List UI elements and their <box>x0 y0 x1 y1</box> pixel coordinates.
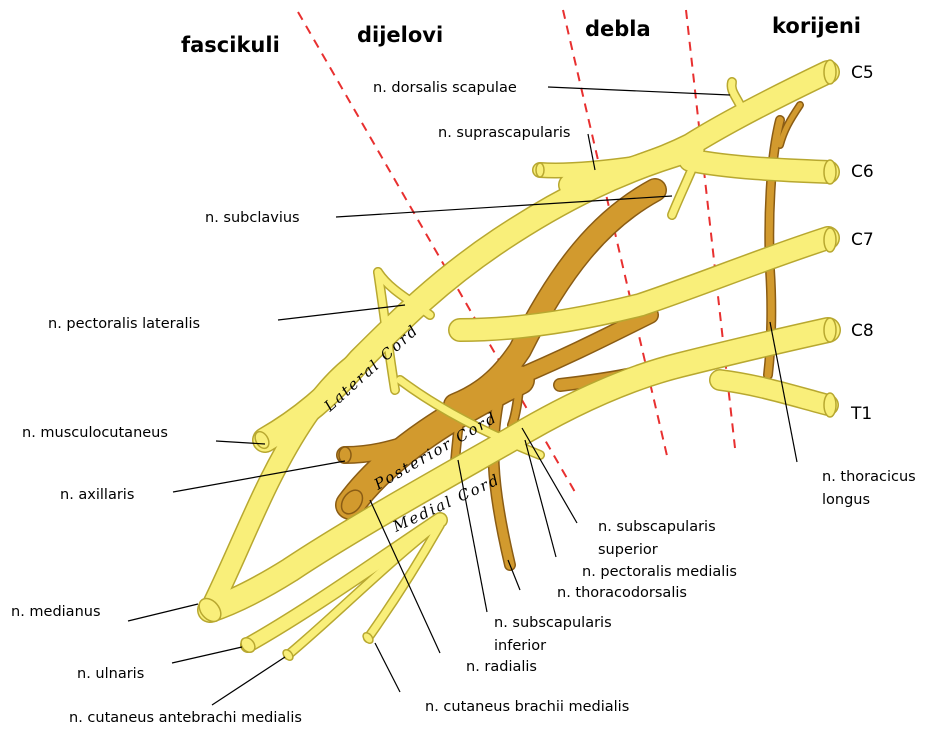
label-ulnaris: n. ulnaris <box>77 666 144 682</box>
label-subscapularis-superior-2: superior <box>598 542 658 558</box>
label-cutaneus-brachii-medialis: n. cutaneus brachii medialis <box>425 699 629 715</box>
label-radialis: n. radialis <box>466 659 537 675</box>
root-c7: C7 <box>851 230 874 250</box>
label-pectoralis-lateralis: n. pectoralis lateralis <box>48 316 200 332</box>
label-musculocutaneus: n. musculocutaneus <box>22 425 168 441</box>
root-c8: C8 <box>851 321 874 341</box>
label-thoracicus-longus-1: n. thoracicus <box>822 469 916 485</box>
label-subscapularis-inferior-2: inferior <box>494 638 546 654</box>
region-headers: fascikuli dijelovi debla korijeni <box>181 14 861 57</box>
label-thoracicus-longus-2: longus <box>822 492 870 508</box>
root-c5: C5 <box>851 63 874 83</box>
header-debla: debla <box>585 17 651 41</box>
label-subscapularis-superior-1: n. subscapularis <box>598 519 716 535</box>
label-subclavius: n. subclavius <box>205 210 300 226</box>
label-pectoralis-medialis: n. pectoralis medialis <box>582 564 737 580</box>
root-c6: C6 <box>851 162 874 182</box>
label-axillaris: n. axillaris <box>60 487 134 503</box>
header-dijelovi: dijelovi <box>357 23 443 47</box>
label-medianus: n. medianus <box>11 604 101 620</box>
root-t1: T1 <box>850 404 872 424</box>
root-labels: C5 C6 C7 C8 T1 <box>850 63 874 424</box>
label-subscapularis-inferior-1: n. subscapularis <box>494 615 612 631</box>
label-cutaneus-antebrachi-medialis: n. cutaneus antebrachi medialis <box>69 710 302 726</box>
label-thoracodorsalis: n. thoracodorsalis <box>557 585 687 601</box>
label-suprascapularis: n. suprascapularis <box>438 125 570 141</box>
header-korijeni: korijeni <box>772 14 861 38</box>
header-fascikuli: fascikuli <box>181 33 280 57</box>
label-dorsalis-scapulae: n. dorsalis scapulae <box>373 80 517 96</box>
